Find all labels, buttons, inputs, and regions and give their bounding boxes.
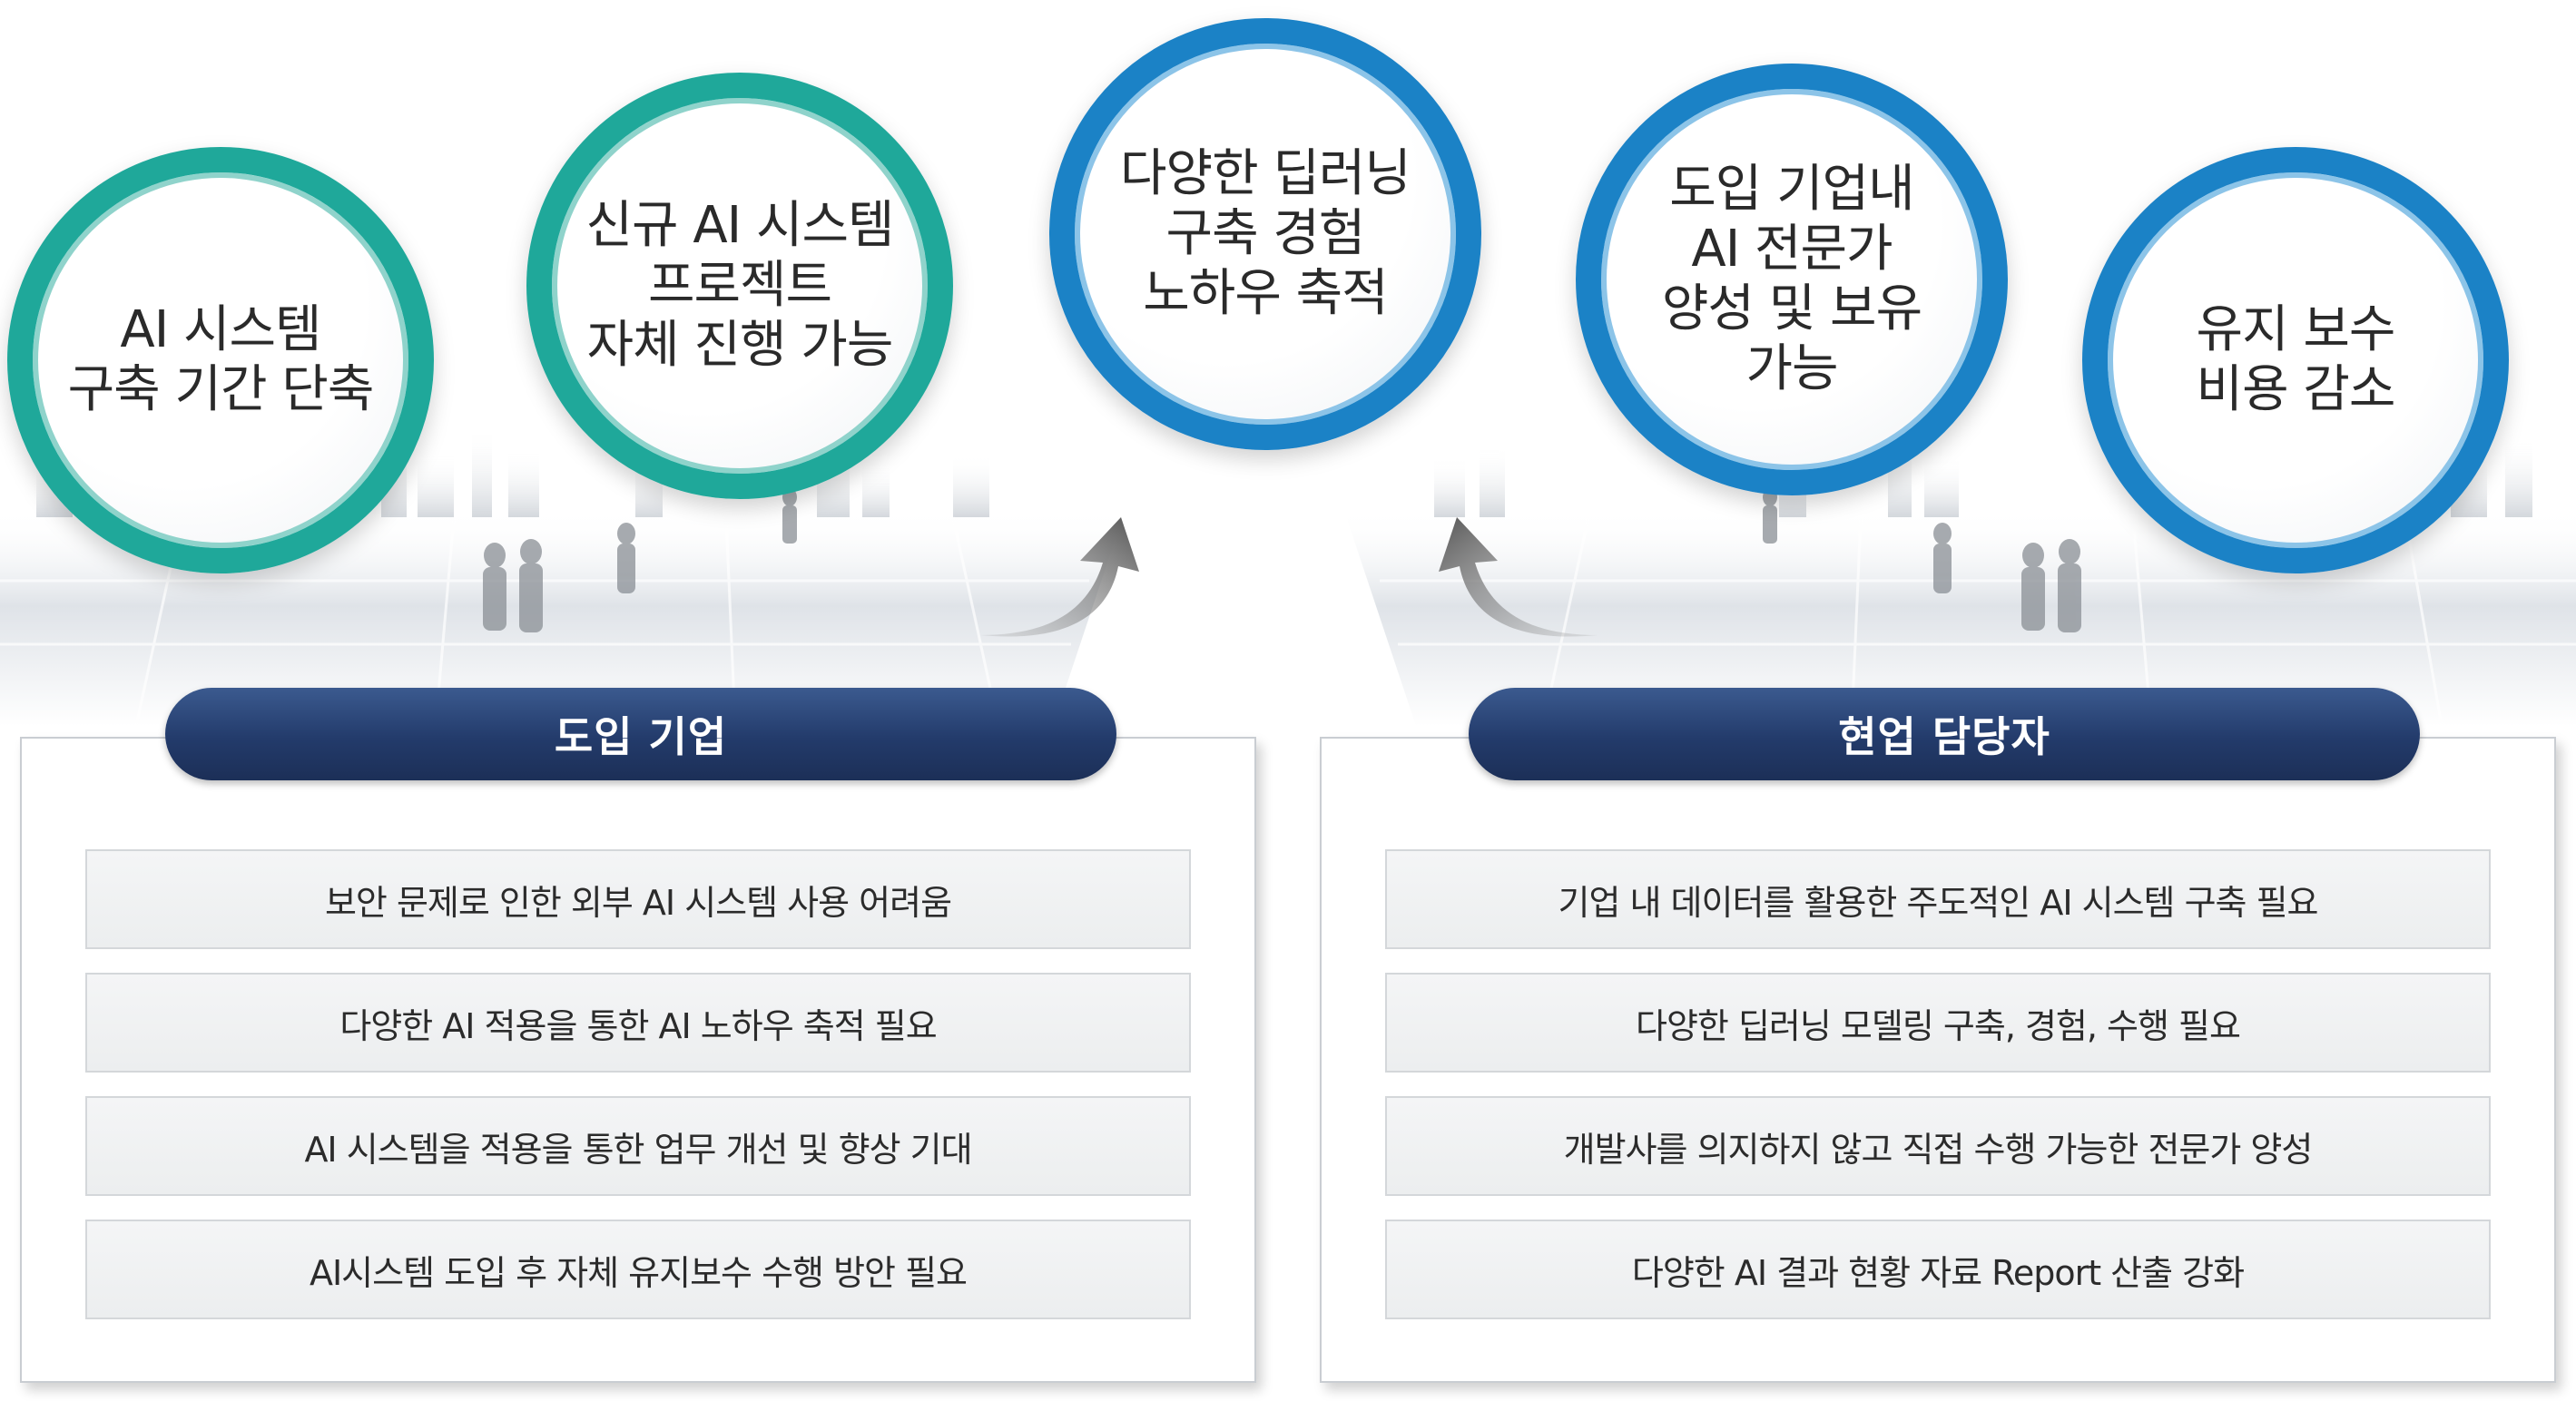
list-item: AI시스템 도입 후 자체 유지보수 수행 방안 필요 <box>85 1220 1191 1319</box>
circle-benefit-3-text: 다양한 딥러닝 구축 경험 노하우 축적 <box>1120 144 1411 323</box>
list-item: AI 시스템을 적용을 통한 업무 개선 및 향상 기대 <box>85 1096 1191 1196</box>
list-item: 개발사를 의지하지 않고 직접 수행 가능한 전문가 양성 <box>1385 1096 2491 1196</box>
circle-benefit-2: 신규 AI 시스템 프로젝트 자체 진행 가능 <box>526 73 953 499</box>
circle-benefit-4: 도입 기업내 AI 전문가 양성 및 보유 가능 <box>1576 64 2008 495</box>
field-staff-list: 기업 내 데이터를 활용한 주도적인 AI 시스템 구축 필요 다양한 딥러닝 … <box>1385 849 2491 1343</box>
circle-benefit-1: AI 시스템 구축 기간 단축 <box>7 147 434 573</box>
field-staff-panel: 기업 내 데이터를 활용한 주도적인 AI 시스템 구축 필요 다양한 딥러닝 … <box>1320 737 2556 1383</box>
adopting-company-list: 보안 문제로 인한 외부 AI 시스템 사용 어려움 다양한 AI 적용을 통한… <box>85 849 1191 1343</box>
circle-benefit-1-text: AI 시스템 구축 기간 단축 <box>67 300 375 419</box>
curved-arrow-up-right-icon <box>980 517 1139 637</box>
circle-benefit-5: 유지 보수 비용 감소 <box>2082 147 2509 573</box>
adopting-company-panel: 보안 문제로 인한 외부 AI 시스템 사용 어려움 다양한 AI 적용을 통한… <box>20 737 1256 1383</box>
list-item: 다양한 딥러닝 모델링 구축, 경험, 수행 필요 <box>1385 973 2491 1073</box>
adopting-company-title: 도입 기업 <box>165 688 1116 780</box>
list-item: 다양한 AI 적용을 통한 AI 노하우 축적 필요 <box>85 973 1191 1073</box>
curved-arrow-up-left-icon <box>1439 517 1598 637</box>
circle-benefit-5-text: 유지 보수 비용 감소 <box>2196 300 2396 419</box>
circle-benefit-2-text: 신규 AI 시스템 프로젝트 자체 진행 가능 <box>585 196 894 375</box>
circle-benefit-4-text: 도입 기업내 AI 전문가 양성 및 보유 가능 <box>1661 160 1922 398</box>
list-item: 보안 문제로 인한 외부 AI 시스템 사용 어려움 <box>85 849 1191 949</box>
circle-benefit-3: 다양한 딥러닝 구축 경험 노하우 축적 <box>1049 18 1481 450</box>
list-item: 다양한 AI 결과 현황 자료 Report 산출 강화 <box>1385 1220 2491 1319</box>
list-item: 기업 내 데이터를 활용한 주도적인 AI 시스템 구축 필요 <box>1385 849 2491 949</box>
field-staff-title: 현업 담당자 <box>1469 688 2420 780</box>
